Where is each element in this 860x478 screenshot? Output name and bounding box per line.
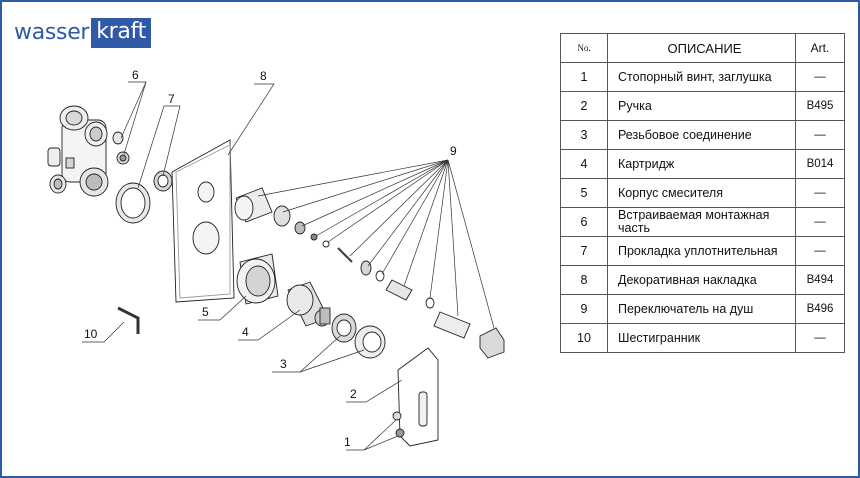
callout-6: 6 (132, 68, 139, 82)
row-no: 5 (560, 178, 608, 208)
table-row: 7 Прокладка уплотнительная — (560, 236, 845, 266)
header-art: Art. (795, 33, 845, 63)
header-no: No. (560, 33, 608, 63)
brand-logo: wasser kraft (14, 18, 151, 48)
row-art: — (795, 120, 845, 150)
plug-part (112, 131, 130, 165)
table-row: 6 Встраиваемая монтажная часть — (560, 207, 845, 237)
callout-5: 5 (202, 305, 209, 319)
set-screw-part (392, 411, 405, 438)
row-description: Картридж (607, 149, 796, 179)
row-description: Стопорный винт, заглушка (607, 62, 796, 92)
row-no: 2 (560, 91, 608, 121)
callout-4: 4 (242, 325, 249, 339)
leader-lines (82, 81, 495, 451)
callout-3: 3 (280, 357, 287, 371)
row-no: 10 (560, 323, 608, 353)
row-art: — (795, 323, 845, 353)
callout-10: 10 (84, 327, 98, 341)
row-no: 8 (560, 265, 608, 295)
row-description: Переключатель на душ (607, 294, 796, 324)
row-art: — (795, 207, 845, 237)
mounting-body-part (47, 105, 109, 197)
callout-2: 2 (350, 387, 357, 401)
table-header-row: No. ОПИСАНИЕ Art. (560, 33, 845, 63)
table-row: 10 Шестигранник — (560, 323, 845, 353)
row-art: — (795, 236, 845, 266)
table-row: 9 Переключатель на душ B496 (560, 294, 845, 324)
parts-table: No. ОПИСАНИЕ Art. 1 Стопорный винт, загл… (560, 33, 845, 353)
row-no: 6 (560, 207, 608, 237)
header-description: ОПИСАНИЕ (607, 33, 796, 63)
table-row: 5 Корпус смесителя — (560, 178, 845, 208)
table-row: 3 Резьбовое соединение — (560, 120, 845, 150)
row-art: B496 (795, 294, 845, 324)
hex-key-part (117, 306, 140, 334)
table-row: 4 Картридж B014 (560, 149, 845, 179)
mixer-body-part (236, 253, 279, 305)
row-description: Резьбовое соединение (607, 120, 796, 150)
table-row: 2 Ручка B495 (560, 91, 845, 121)
table-row: 8 Декоративная накладка B494 (560, 265, 845, 295)
callout-7: 7 (168, 92, 175, 106)
threaded-connection-part (331, 313, 386, 359)
row-no: 3 (560, 120, 608, 150)
table-row: 1 Стопорный винт, заглушка — (560, 62, 845, 92)
row-art: B495 (795, 91, 845, 121)
brand-logo-wasser: wasser (14, 20, 90, 45)
callout-1: 1 (344, 435, 351, 449)
callout-8: 8 (260, 69, 267, 83)
callout-9: 9 (450, 144, 457, 158)
row-description: Ручка (607, 91, 796, 121)
row-description: Шестигранник (607, 323, 796, 353)
row-art: — (795, 178, 845, 208)
row-art: — (795, 62, 845, 92)
row-art: B494 (795, 265, 845, 295)
row-description: Корпус смесителя (607, 178, 796, 208)
row-art: B014 (795, 149, 845, 179)
cartridge-part (286, 281, 331, 327)
row-description: Прокладка уплотнительная (607, 236, 796, 266)
row-description: Декоративная накладка (607, 265, 796, 295)
row-no: 7 (560, 236, 608, 266)
brand-logo-kraft: kraft (91, 18, 151, 48)
gasket-part (115, 170, 173, 224)
decorative-plate-part (171, 139, 235, 303)
row-description: Встраиваемая монтажная часть (607, 207, 796, 237)
row-no: 1 (560, 62, 608, 92)
row-no: 4 (560, 149, 608, 179)
shower-diverter-parts (234, 187, 505, 359)
row-no: 9 (560, 294, 608, 324)
